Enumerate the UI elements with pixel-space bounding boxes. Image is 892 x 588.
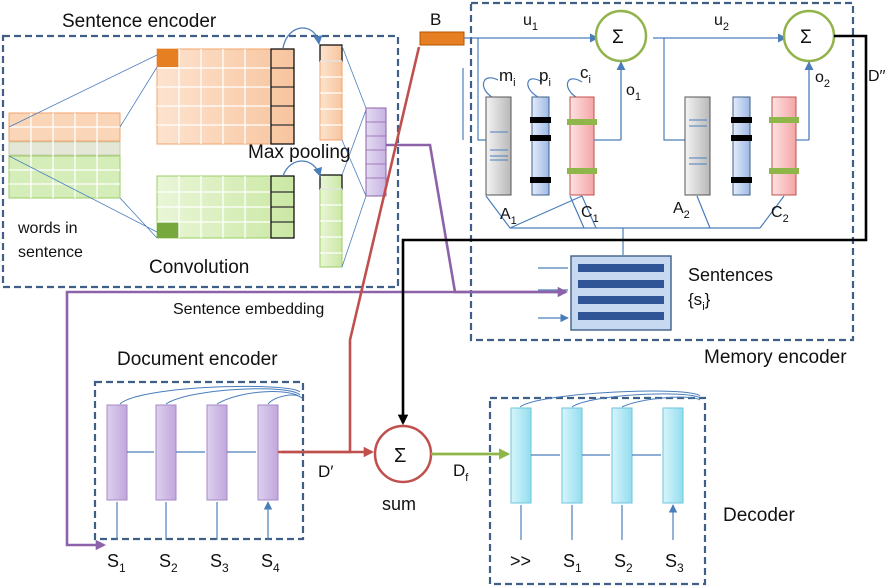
sentence-encoder-title: Sentence encoder (62, 11, 217, 32)
doc-input-s2: S2 (159, 551, 178, 575)
convolution-map-bottom (156, 175, 295, 239)
m-label: mi (499, 66, 516, 89)
convolution-label: Convolution (149, 257, 249, 278)
conv-projection-lines (8, 54, 158, 239)
c2-label: C2 (771, 204, 789, 225)
doc-input-s4: S4 (261, 551, 280, 575)
m-loop-1 (482, 77, 499, 98)
memory-m-hop1 (485, 96, 512, 196)
sentence-vector (365, 107, 387, 197)
decoder-title: Decoder (723, 505, 795, 526)
sentence-embedding-flow-to-document (65, 290, 566, 551)
b-label: B (430, 10, 441, 29)
sigma-1-label: Σ (612, 27, 624, 48)
question-vector-B (419, 31, 465, 46)
document-encoder-cells (106, 404, 279, 501)
max-pool-arrow-bottom (282, 160, 322, 177)
a1-label: A1 (500, 206, 517, 227)
doc-encoder-arrows (116, 451, 268, 540)
decoder-box (488, 396, 707, 586)
memory-encoder-title: Memory encoder (704, 347, 847, 368)
memory-c-hop2 (771, 96, 797, 196)
sum-sigma-label: Σ (394, 445, 406, 467)
p-loop-1 (527, 78, 543, 98)
o1-label: o1 (626, 82, 641, 103)
p-label: pi (539, 66, 551, 89)
sentence-label: sentence (18, 244, 83, 261)
dec-input-s1: S1 (563, 551, 582, 575)
u2-label: u2 (714, 12, 729, 33)
sentences-memory (570, 255, 672, 331)
convolution-map-top (156, 48, 295, 145)
hop2-input-line (663, 38, 688, 141)
a2-label: A2 (673, 200, 690, 221)
c-label: ci (580, 63, 591, 86)
c-loop-1 (566, 78, 583, 98)
c1-label: C1 (581, 204, 599, 225)
pool-to-sentence-lines (341, 45, 367, 268)
sentence-embedding-label: Sentence embedding (173, 301, 324, 318)
sigma-circle-1 (594, 9, 648, 63)
document-encoder-box (93, 380, 305, 541)
memory-encoder-box (469, 1, 855, 342)
memory-output-flow (397, 34, 868, 426)
dec-input-start: >> (510, 551, 531, 571)
sentence-encoder-box (1, 34, 400, 289)
memory-m-hop2 (684, 96, 711, 196)
memory-c-hop1 (569, 96, 595, 196)
doc-input-s3: S3 (210, 551, 229, 575)
sigma-2-label: Σ (800, 27, 812, 48)
d-prime-label: D′ (318, 462, 333, 481)
doc-input-s1: S1 (107, 551, 126, 575)
dec-input-s2: S2 (614, 551, 633, 575)
df-label: Df (453, 461, 469, 484)
max-pooling-label: Max pooling (248, 142, 350, 163)
doc-encoder-feedback (119, 385, 303, 405)
sum-label: sum (382, 494, 416, 514)
dec-input-s3: S3 (665, 551, 684, 575)
decoder-arrows (520, 454, 673, 540)
decoder-feedback (519, 390, 701, 408)
sentences-label: Sentences (688, 265, 773, 285)
d-double-prime-label: D′′ (868, 68, 886, 85)
u1-label: u1 (523, 12, 538, 33)
document-encoder-title: Document encoder (117, 349, 278, 370)
sentences-set-label: {si} (688, 290, 711, 313)
max-pool-arrow-top (282, 27, 323, 49)
embedding-lines (485, 195, 785, 255)
words-in-label: words in (17, 220, 78, 237)
o2-label: o2 (815, 69, 830, 90)
word-embedding-matrix (8, 112, 121, 199)
pooled-vector-top (319, 44, 343, 141)
pooled-vector-bottom (319, 174, 343, 268)
decoder-cells (510, 407, 684, 504)
